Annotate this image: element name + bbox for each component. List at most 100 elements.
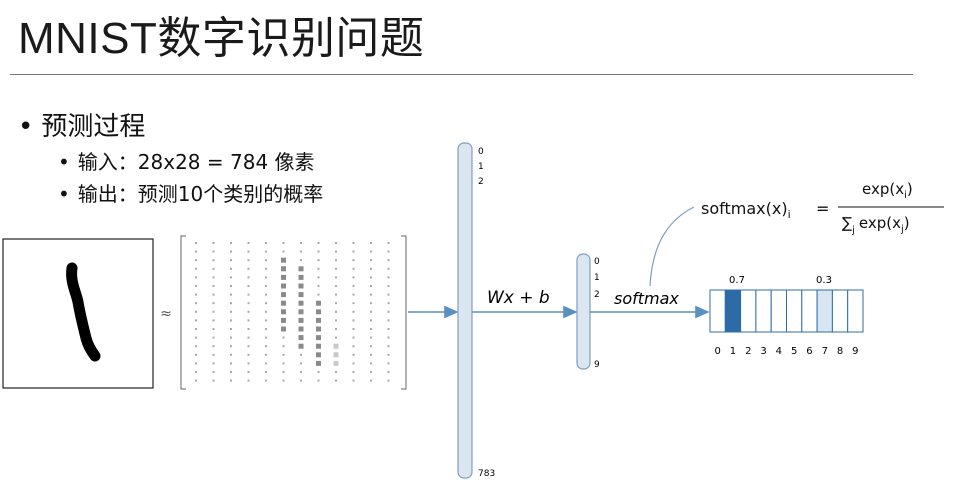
prob-cell-1 [724,289,742,333]
bullet-dot: • [58,182,70,206]
pixel-dot [247,250,250,253]
pixel-dot [317,259,320,262]
title-divider [10,74,913,75]
pixel-dot [282,250,285,253]
pixel-dark [316,360,321,366]
pixel-dark [281,300,286,306]
pixel-dot [300,250,302,253]
formula-sum: ∑ [842,214,852,232]
pixel-dot [300,259,302,262]
pixel-dot [335,379,337,382]
bullet-output-text: 输出：预测10个类别的概率 [77,182,324,206]
pixel-dot [352,379,355,382]
pixel-dot [370,379,372,382]
pixel-dot [195,250,197,253]
pixel-dark [298,326,304,332]
pixel-dot [352,267,355,270]
pixel-dot [370,302,372,305]
pixel-dot [247,267,250,270]
pixel-dot [195,267,197,270]
pixel-dot [335,285,337,287]
pixel-dark [316,300,321,306]
pixel-dot [265,276,267,279]
pixel-dot [195,362,197,365]
pixel-dot [317,267,320,270]
prob-cell-9 [847,289,864,333]
pixel-dark [298,309,304,315]
pixel-dot [370,285,372,287]
pixel-dot [335,328,337,330]
pixel-dot [317,242,320,244]
digit-stroke [66,262,101,362]
pixel-dot [247,353,250,356]
pixel-dot [387,371,390,373]
pixel-dot [282,353,285,356]
pixel-dot [265,336,267,339]
prob-cell-6 [801,289,818,333]
approx-symbol: ≈ [160,306,172,322]
svg-text:softmax(x)i: softmax(x)i [701,199,791,221]
bullet-output: • 输出：预测10个类别的概率 [58,178,323,207]
pixel-dot [230,379,232,382]
pixel-dot [387,345,390,348]
pixel-dark [281,257,286,263]
pixel-dark [298,283,304,289]
pixel-dot [352,371,355,373]
prob-digit-0: 0 [714,346,720,357]
pixel-dot [212,276,215,279]
pixel-dot [247,336,250,339]
pixel-dot [230,250,232,253]
pixel-dark [298,335,304,341]
formula-den-close: ) [904,214,910,232]
pixel-dot [195,336,197,339]
pixel-dot [230,276,232,279]
prob-digit-1: 1 [730,346,736,357]
input-vector-bar [457,142,473,479]
pixel-dot [247,285,250,287]
prob-cells [709,289,864,333]
pixel-dot [195,319,197,322]
pixel-dot [352,302,355,305]
pixel-dark [281,274,286,280]
pixel-dot [300,242,302,244]
pixel-dot [265,362,267,365]
formula-lhs: softmax(x) [701,199,788,218]
pixel-dot [317,276,320,279]
pixel-dot [370,328,372,330]
svg-text:exp(xi): exp(xi) [862,180,913,201]
pixel-dot [212,379,215,382]
prob-cell-0 [709,289,726,333]
pixel-dot [335,336,337,339]
pixel-dot [265,250,267,253]
input-vector: 0 1 2 783 [457,142,495,479]
pixel-dot [247,242,250,244]
formula-equals: = [816,199,829,218]
pixel-dot [265,293,267,296]
pixel-dot [247,293,250,296]
pixel-dot [370,362,372,365]
pixel-dot [370,371,372,373]
pixel-dot [335,242,337,244]
pixel-dark [281,309,286,315]
output-vector-bar [576,253,591,370]
pixel-dot [247,319,250,322]
pixel-dot [212,319,215,322]
pixel-dot [352,242,355,244]
pixel-dot [212,362,215,365]
pixel-dot [352,353,355,356]
pixel-dot [282,345,285,348]
pixel-dot [335,267,337,270]
pixel-dot [212,267,215,270]
pixel-dot [335,302,337,305]
pixel-dot [387,362,390,365]
matrix-left-bracket [180,235,186,390]
pixel-dot [317,250,320,253]
input-index-0: 0 [478,147,484,157]
prob-digit-2: 2 [745,346,751,357]
pixel-dot [230,302,232,305]
pixel-dot [265,242,267,244]
pixel-dot [282,242,285,244]
pixel-dot [335,371,337,373]
pixel-dot [230,293,232,296]
